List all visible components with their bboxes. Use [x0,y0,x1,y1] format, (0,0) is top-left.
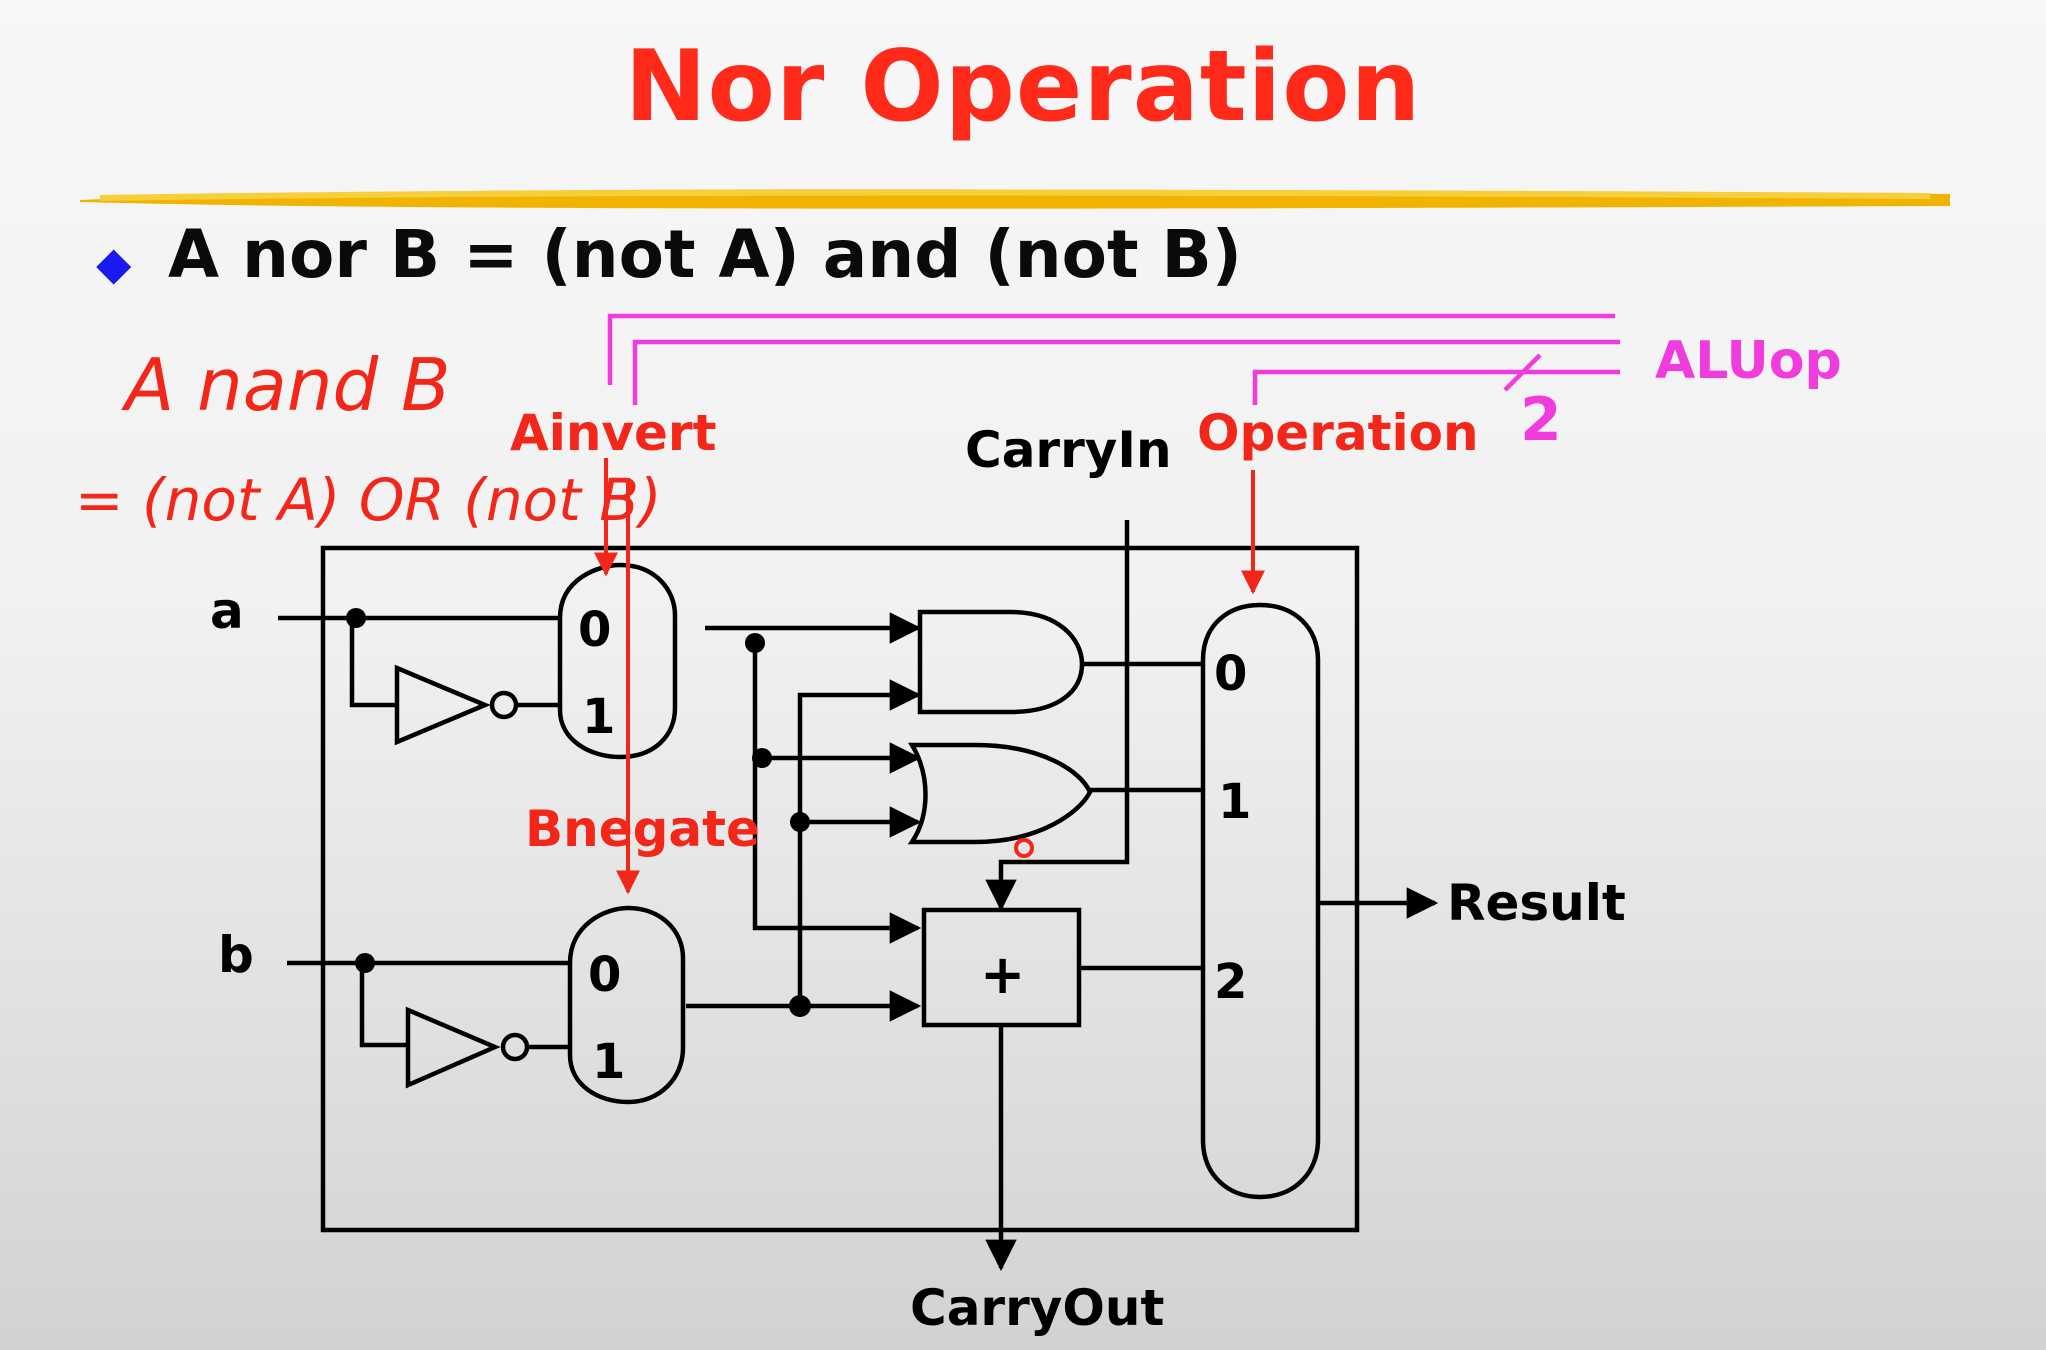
wire-carry-in [985,520,1130,912]
or-gate [907,742,1093,845]
bnegate-label: Bnegate [525,800,760,858]
wire-b-to-inverter [359,963,408,1048]
diamond-bullet-icon: ◆ [96,236,132,290]
aluop-width-label: 2 [1520,385,1562,455]
mux-b [567,905,686,1105]
handwritten-nand: A nand B [121,343,451,427]
result-mux-input-1: 1 [1218,774,1251,830]
aluop-width-slash [1503,353,1542,392]
mux-a [557,562,678,760]
junction-a [346,608,366,628]
aluop-line-operation [1252,369,1620,405]
aluop-label: ALUop [1655,331,1842,391]
aluop-line-bnegate [632,339,1620,405]
title-underline [80,189,1950,209]
inverter-a-bubble [489,690,519,720]
inverter-b-bubble [500,1032,530,1062]
result-mux-input-0: 0 [1214,646,1247,702]
input-b-label: b [218,926,254,984]
and-gate [917,609,1085,715]
alu-boundary-box [320,545,1360,1233]
operation-label: Operation [1197,404,1479,462]
handwritten-nand-expansion: = (not A) OR (not B) [75,466,662,534]
mux-a-input-0: 0 [578,602,611,658]
result-mux-input-2: 2 [1214,954,1247,1010]
or-gate-bubble [1014,838,1034,858]
ainvert-label: Ainvert [510,404,717,462]
aluop-line-ainvert [607,313,1615,385]
inverter-b [405,1006,501,1089]
carry-out-label: CarryOut [910,1279,1164,1337]
junction-b [355,953,375,973]
wire-a-bus [752,643,922,944]
inverter-a [394,664,491,746]
result-label: Result [1447,874,1626,932]
mux-b-input-0: 0 [588,947,621,1003]
slide-title: Nor Operation [624,30,1422,144]
bullet-text: A nor B = (not A) and (not B) [168,216,1242,293]
carry-in-label: CarryIn [965,421,1172,479]
result-mux [1200,602,1321,1200]
adder-plus-symbol: + [980,943,1025,1006]
wire-b-bus [797,679,922,1006]
input-a-label: a [210,582,244,640]
mux-a-input-1: 1 [582,689,615,745]
wire-a-to-inverter [349,618,397,708]
mux-b-input-1: 1 [592,1034,625,1090]
